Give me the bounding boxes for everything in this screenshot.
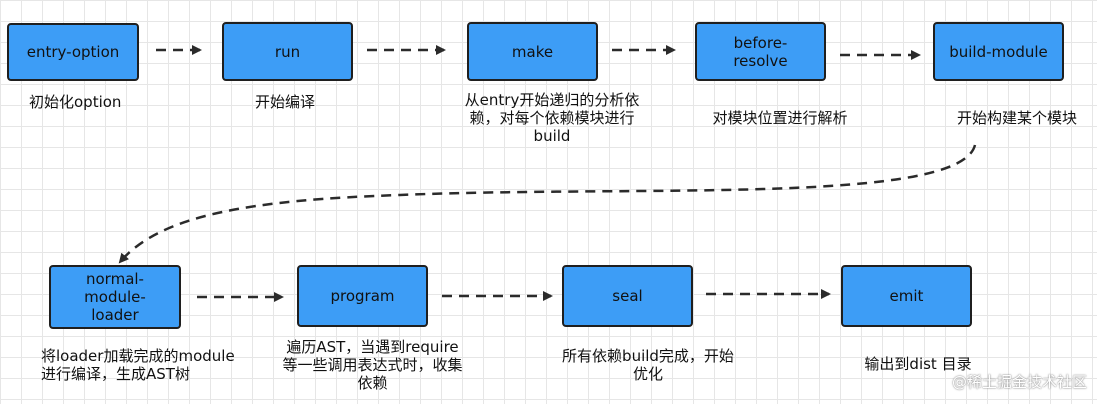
node-emit: emit	[841, 265, 972, 327]
node-build-module: build-module	[933, 22, 1064, 81]
node-seal: seal	[562, 265, 693, 327]
node-program: program	[297, 265, 428, 327]
arrow-build-module-to-normal-module-loader	[118, 144, 977, 264]
caption-build-module: 开始构建某个模块	[956, 109, 1077, 127]
node-make: make	[467, 22, 598, 81]
caption-before-resolve: 对模块位置进行解析	[712, 109, 848, 127]
node-normal-module-loader: normal- module- loader	[49, 265, 181, 329]
caption-normal-module-loader: 将loader加载完成的module 进行编译，生成AST树	[41, 347, 235, 383]
watermark: @稀土掘金技术社区	[951, 373, 1087, 391]
caption-run: 开始编译	[254, 93, 315, 111]
caption-emit: 输出到dist 目录	[864, 355, 972, 373]
node-entry-option: entry-option	[7, 23, 139, 81]
caption-make: 从entry开始递归的分析依 赖，对每个依赖模块进行 build	[464, 91, 640, 145]
node-before-resolve: before- resolve	[695, 22, 826, 81]
caption-seal: 所有依赖build完成，开始 优化	[562, 347, 734, 383]
node-run: run	[222, 22, 353, 81]
caption-program: 遍历AST，当遇到require 等一些调用表达式时，收集 依赖	[282, 338, 463, 392]
caption-entry-option: 初始化option	[29, 93, 122, 111]
